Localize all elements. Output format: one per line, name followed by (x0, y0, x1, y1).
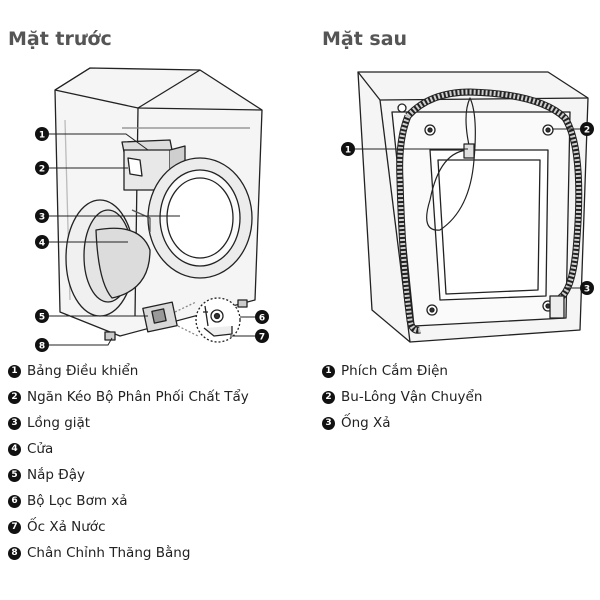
back-legend-item: 2 Bu-Lông Vận Chuyển (322, 384, 482, 410)
legend-label: Ống Xả (341, 415, 391, 431)
front-leader-lines (48, 133, 256, 346)
front-legend-item: 3 Lồng giặt (8, 410, 249, 436)
legend-number-badge: 3 (322, 416, 335, 430)
front-legend-item: 2 Ngăn Kéo Bộ Phân Phối Chất Tẩy (8, 384, 249, 410)
front-legend-item: 8 Chân Chỉnh Thăng Bằng (8, 540, 249, 566)
svg-text:3: 3 (584, 285, 590, 295)
filter-detail-zoom (174, 297, 241, 343)
back-washer-drawing (357, 71, 589, 343)
legend-label: Bộ Lọc Bơm xả (27, 493, 128, 509)
back-legend-item: 1 Phích Cắm Điện (322, 358, 482, 384)
legend-number-badge: 7 (8, 520, 21, 534)
svg-text:4: 4 (39, 239, 45, 249)
drain-hose (396, 88, 583, 334)
front-callout-7: 7 (255, 329, 269, 343)
front-legend: 1 Bảng Điều khiển 2 Ngăn Kéo Bộ Phân Phối … (8, 358, 249, 566)
front-callout-2: 2 (35, 161, 49, 175)
svg-text:1: 1 (345, 146, 351, 156)
legend-number-badge: 1 (322, 364, 335, 378)
legend-label: Chân Chỉnh Thăng Bằng (27, 545, 191, 561)
front-legend-item: 4 Cửa (8, 436, 249, 462)
back-legend-item: 3 Ống Xả (322, 410, 482, 436)
front-view-heading: Mặt trước (8, 28, 112, 50)
legend-number-badge: 2 (322, 390, 335, 404)
legend-number-badge: 5 (8, 468, 21, 482)
legend-number-badge: 6 (8, 494, 21, 508)
back-legend: 1 Phích Cắm Điện 2 Bu-Lông Vận Chuyển 3 Ống… (322, 358, 482, 436)
legend-number-badge: 2 (8, 390, 21, 404)
front-callout-1: 1 (35, 127, 49, 141)
legend-label: Bảng Điều khiển (27, 363, 139, 379)
legend-label: Phích Cắm Điện (341, 363, 448, 379)
front-callout-5: 5 (35, 309, 49, 323)
back-view-heading: Mặt sau (322, 28, 408, 50)
back-callout-3: 3 (580, 281, 594, 295)
svg-text:2: 2 (39, 165, 45, 175)
filter-cover (142, 301, 178, 333)
svg-text:5: 5 (39, 313, 45, 323)
svg-text:2: 2 (584, 126, 590, 136)
legend-label: Ngăn Kéo Bộ Phân Phối Chất Tẩy (27, 389, 249, 405)
front-callout-6: 6 (255, 310, 269, 324)
front-callout-4: 4 (35, 235, 49, 249)
legend-number-badge: 1 (8, 364, 21, 378)
front-washer-drawing (54, 67, 263, 343)
legend-label: Ốc Xả Nước (27, 519, 106, 535)
svg-text:8: 8 (39, 342, 45, 352)
back-callout-1: 1 (341, 142, 355, 156)
legend-label: Lồng giặt (27, 415, 91, 431)
svg-text:3: 3 (39, 213, 45, 223)
back-callout-2: 2 (580, 122, 594, 136)
front-legend-item: 1 Bảng Điều khiển (8, 358, 249, 384)
legend-label: Bu-Lông Vận Chuyển (341, 389, 483, 405)
front-callout-8: 8 (35, 338, 49, 352)
front-legend-item: 7 Ốc Xả Nước (8, 514, 249, 540)
legend-number-badge: 4 (8, 442, 21, 456)
svg-text:6: 6 (259, 314, 265, 324)
power-cord (426, 97, 476, 231)
svg-text:7: 7 (259, 333, 265, 343)
front-legend-item: 6 Bộ Lọc Bơm xả (8, 488, 249, 514)
legend-number-badge: 3 (8, 416, 21, 430)
back-leader-lines (354, 128, 580, 289)
legend-label: Nắp Đậy (27, 467, 85, 483)
front-legend-item: 5 Nắp Đậy (8, 462, 249, 488)
svg-text:1: 1 (39, 131, 45, 141)
legend-label: Cửa (27, 441, 54, 457)
front-callout-3: 3 (35, 209, 49, 223)
legend-number-badge: 8 (8, 546, 21, 560)
washer-diagram: 1 2 3 4 5 6 7 8 (35, 67, 594, 352)
